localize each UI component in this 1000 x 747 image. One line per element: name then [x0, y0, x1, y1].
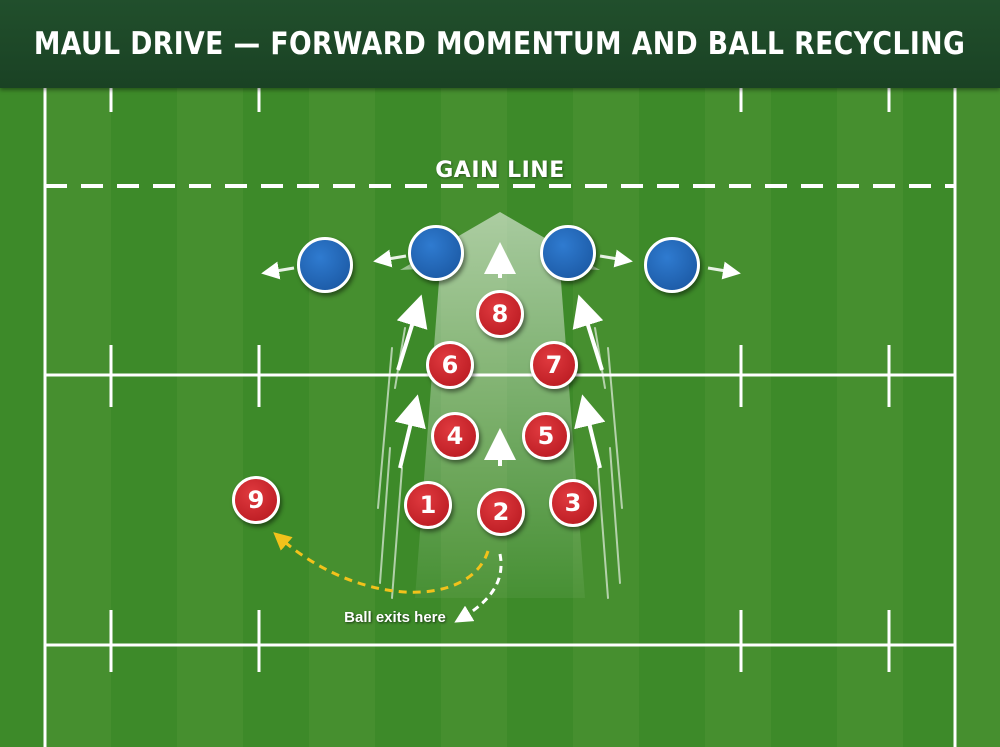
defender: [297, 237, 353, 293]
pitch-markings: [0, 88, 1000, 747]
gain-line-label: GAIN LINE: [435, 158, 565, 183]
speed-streaks: [377, 327, 623, 599]
player-3: 3: [549, 479, 597, 527]
diagram-title: MAUL DRIVE — FORWARD MOMENTUM AND BALL R…: [34, 26, 966, 62]
ball-pass-path: [273, 532, 490, 594]
player-7: 7: [530, 341, 578, 389]
hash-marks: [109, 88, 891, 672]
rugby-pitch: GAIN LINE 8 6 7 4 5 1 2 3 9 Ball exits h…: [0, 88, 1000, 747]
defender-retreat-arrows: [261, 249, 741, 280]
push-arrows: [394, 242, 606, 469]
player-6: 6: [426, 341, 474, 389]
player-8: 8: [476, 290, 524, 338]
defender: [408, 225, 464, 281]
title-banner: MAUL DRIVE — FORWARD MOMENTUM AND BALL R…: [0, 0, 1000, 88]
player-1: 1: [404, 481, 452, 529]
player-9: 9: [232, 476, 280, 524]
ball-exit-path: [454, 553, 503, 623]
defender: [644, 237, 700, 293]
player-2: 2: [477, 488, 525, 536]
player-4: 4: [431, 412, 479, 460]
ball-exit-label: Ball exits here: [344, 609, 446, 626]
defender: [540, 225, 596, 281]
player-5: 5: [522, 412, 570, 460]
